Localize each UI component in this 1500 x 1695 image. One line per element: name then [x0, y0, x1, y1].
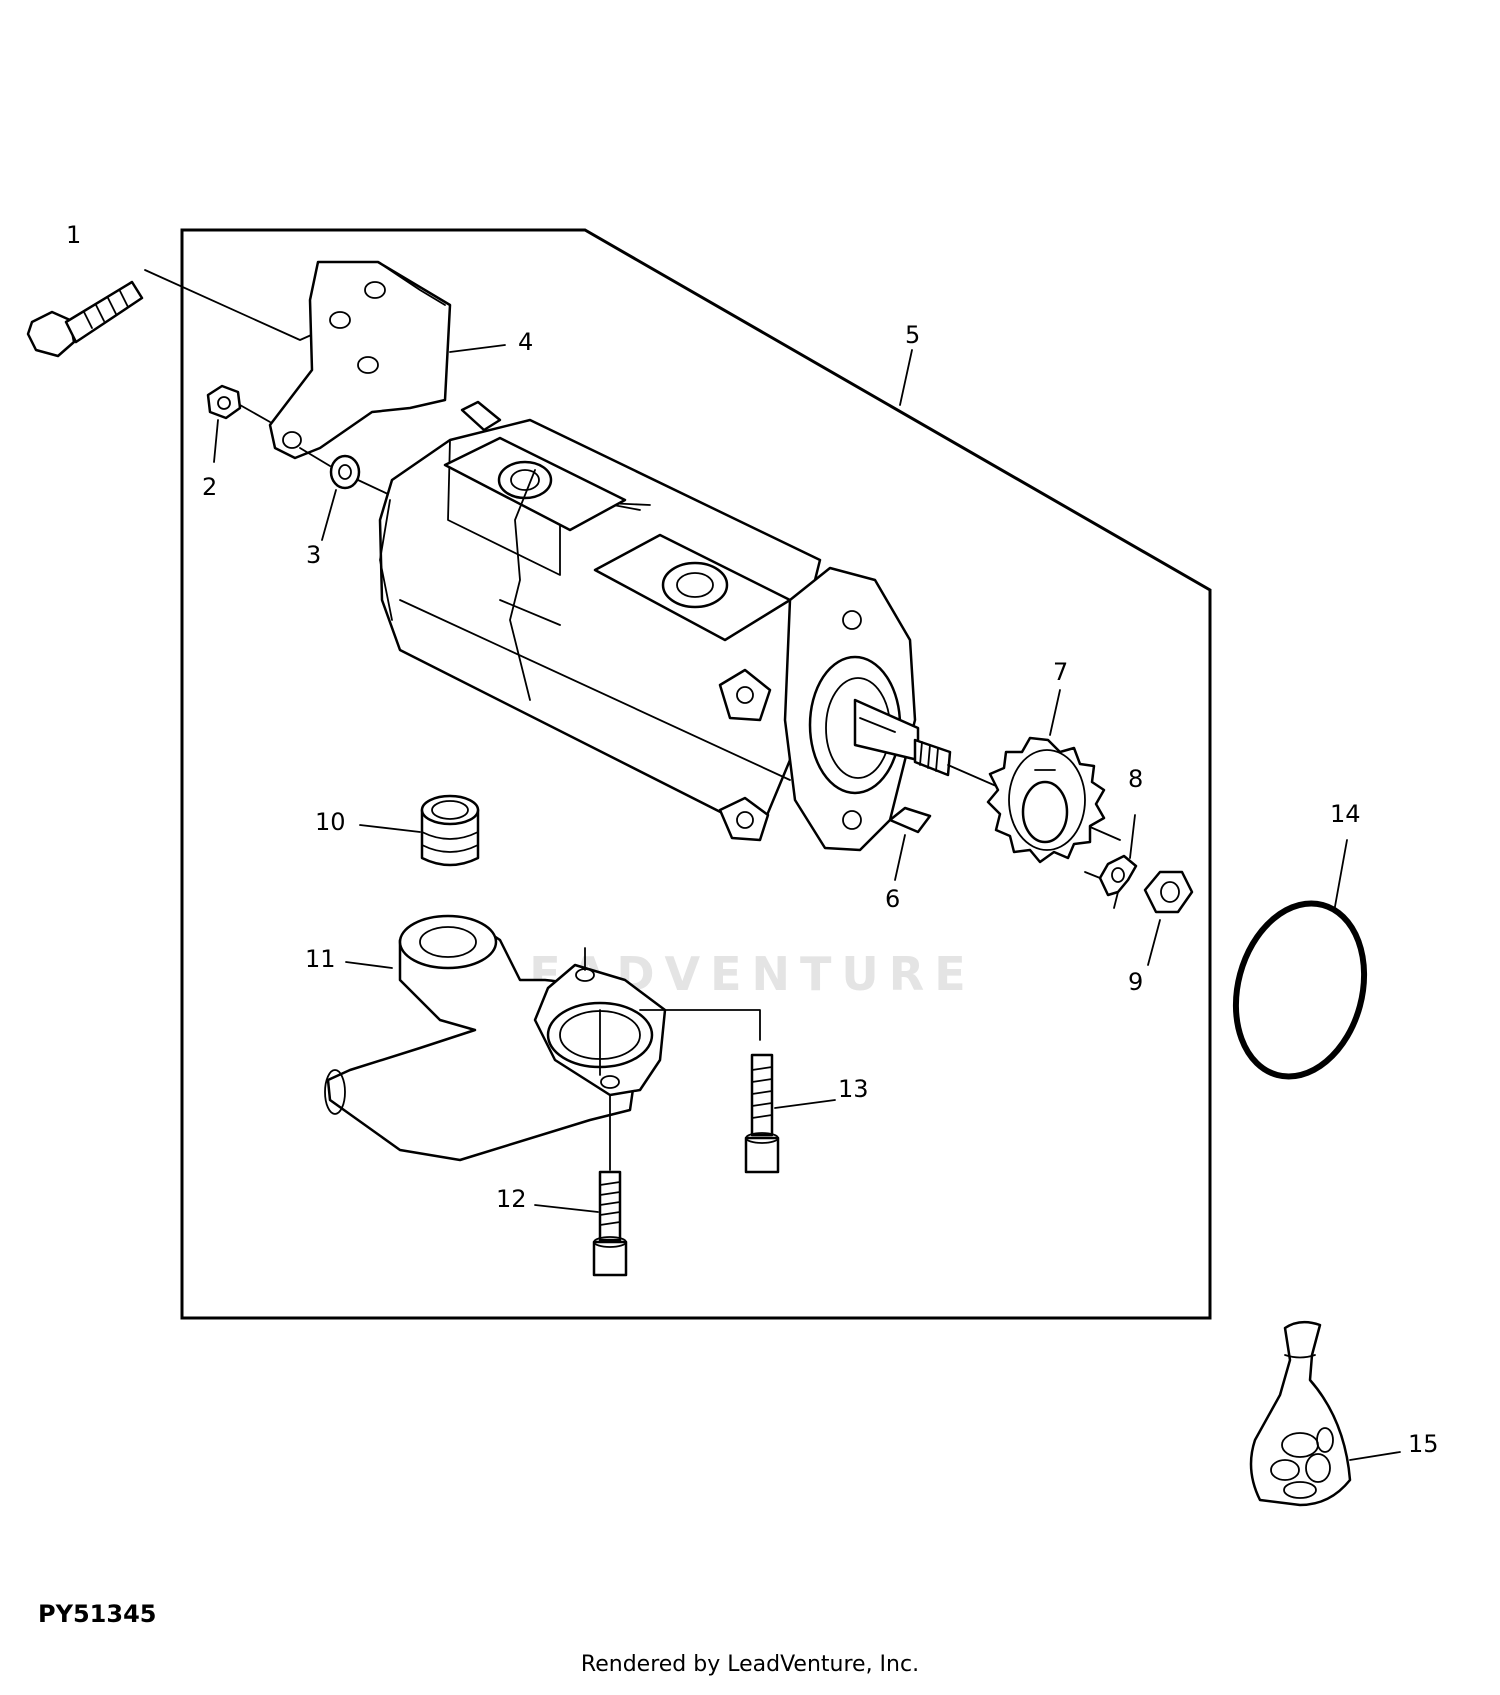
callout-7: 7	[1053, 658, 1068, 686]
callout-15: 15	[1408, 1430, 1439, 1458]
render-credit: Rendered by LeadVenture, Inc.	[580, 1652, 920, 1677]
callout-9: 9	[1128, 968, 1143, 996]
callouts: 1 2 3 4 5 6 7 8 9 10 11 12 13 14 15	[66, 221, 1439, 1458]
callout-10: 10	[315, 808, 346, 836]
part-15-parts-bag	[1249, 1320, 1401, 1507]
part-3-washer	[299, 447, 391, 541]
part-5-hydraulic-pump	[378, 400, 1121, 852]
part-2-nut	[206, 384, 271, 463]
callout-12: 12	[496, 1185, 527, 1213]
part-13-cap-screw	[744, 1053, 836, 1174]
figure-id: PY51345	[38, 1600, 157, 1628]
part-7-gear	[986, 689, 1106, 864]
part-12-cap-screw	[534, 1170, 628, 1277]
callout-11: 11	[305, 945, 336, 973]
callout-13: 13	[838, 1075, 869, 1103]
part-4-bracket	[268, 260, 506, 460]
callout-8: 8	[1128, 765, 1143, 793]
callout-14: 14	[1330, 800, 1361, 828]
part-14-o-ring	[1232, 839, 1368, 1080]
callout-1: 1	[66, 221, 81, 249]
part-10-sleeve	[359, 794, 480, 867]
assembly-frame	[180, 228, 1212, 1320]
part-1-cap-screw	[26, 269, 346, 358]
callout-6: 6	[885, 885, 900, 913]
part-9-nut	[1143, 870, 1194, 966]
part-6-key	[888, 806, 932, 881]
callout-3: 3	[306, 541, 321, 569]
callout-4: 4	[518, 328, 533, 356]
callout-2: 2	[202, 473, 217, 501]
leader-5	[899, 349, 913, 406]
part-8-lock-washer	[1084, 814, 1138, 909]
part-11-inlet-elbow	[324, 914, 761, 1171]
callout-5: 5	[905, 321, 920, 349]
